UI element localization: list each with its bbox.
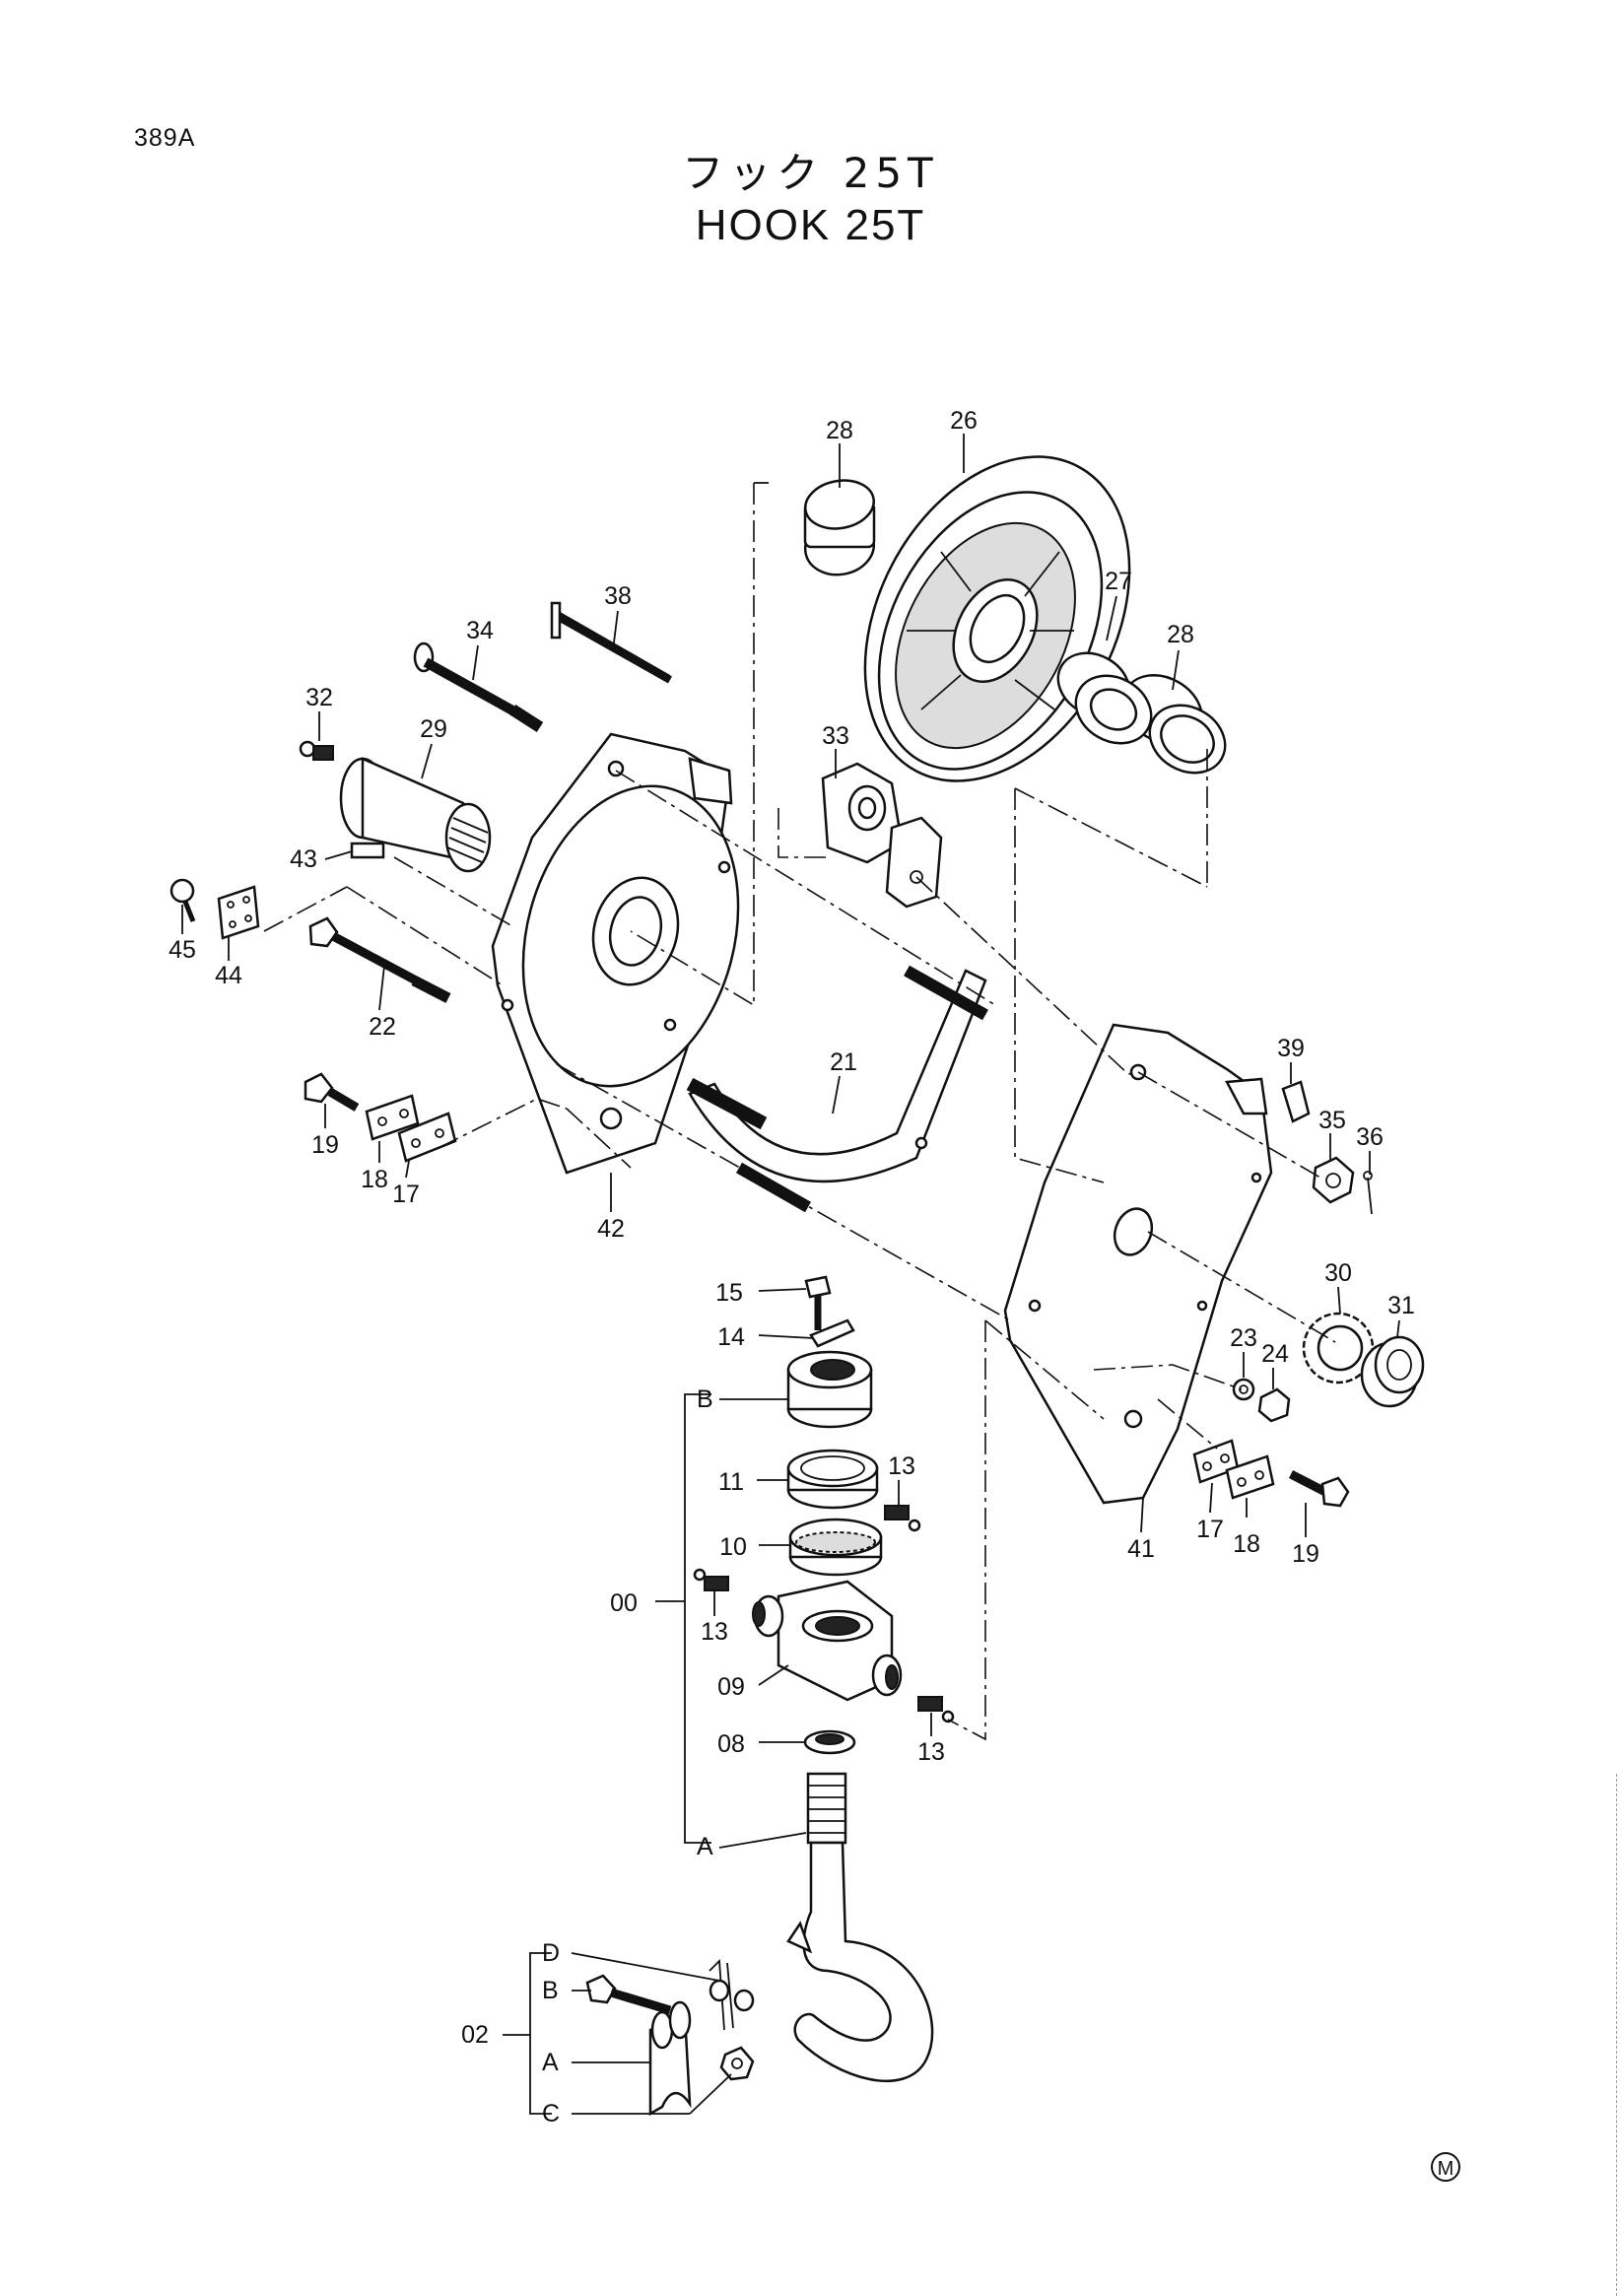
part-18-lock-plate-right [1225, 1454, 1275, 1500]
callout-44: 44 [215, 962, 242, 989]
mark-letter: M [1438, 2158, 1454, 2180]
part-21-guard-shoe [686, 965, 988, 1213]
callout-29: 29 [420, 715, 447, 743]
scan-edge-line [1616, 1774, 1618, 2296]
callout-21: 21 [830, 1048, 857, 1076]
callout-30: 30 [1324, 1259, 1352, 1287]
callout-23: 23 [1230, 1324, 1257, 1352]
callout-26: 26 [950, 407, 978, 435]
callout-02-A: A [542, 2049, 559, 2076]
part-13-grease-nipple-a [884, 1505, 921, 1532]
part-13-grease-nipple-b [693, 1568, 729, 1591]
page-code: 389A [134, 124, 196, 152]
part-hook-body [786, 1772, 934, 2082]
callout-22: 22 [369, 1013, 396, 1041]
center-lines [263, 482, 1336, 1741]
part-31-round-nut [1360, 1335, 1425, 1408]
callout-35: 35 [1318, 1107, 1346, 1134]
callout-08: 08 [717, 1730, 745, 1758]
callout-45: 45 [169, 936, 196, 964]
part-08-washer [803, 1729, 856, 1755]
part-30-lock-washer [1302, 1312, 1375, 1384]
part-17-shim-left [397, 1112, 457, 1163]
manufacturer-mark: M [1431, 2152, 1460, 2182]
title-japanese: フック 25T [682, 149, 939, 197]
callout-labels: 28 26 38 27 28 34 32 29 33 43 45 44 22 2… [169, 407, 1415, 2127]
part-hook-nut [786, 1350, 873, 1429]
part-23-washer [1232, 1378, 1255, 1401]
part-26-sheave [863, 455, 1131, 782]
callout-13-b: 13 [701, 1618, 728, 1646]
part-13-grease-nipple-c [917, 1696, 955, 1723]
part-29-cross-shaft [339, 757, 492, 873]
callout-31: 31 [1387, 1292, 1415, 1319]
callout-39: 39 [1277, 1035, 1305, 1062]
callout-02: 02 [461, 2021, 489, 2049]
callout-41: 41 [1127, 1535, 1155, 1563]
callout-17-right: 17 [1196, 1516, 1224, 1543]
part-18-lock-plate-left [365, 1094, 420, 1141]
part-38-pin [550, 601, 672, 684]
callout-00: 00 [610, 1589, 638, 1617]
callout-02-B: B [542, 1977, 559, 2004]
callout-02-C: C [542, 2100, 560, 2127]
callout-34: 34 [466, 617, 494, 644]
part-22-bolt [308, 916, 451, 1003]
callout-27: 27 [1105, 568, 1132, 595]
callout-18-right: 18 [1233, 1530, 1260, 1558]
part-45-small-bolt [169, 878, 196, 922]
callout-17-left: 17 [392, 1181, 420, 1208]
part-latch-plate [648, 2000, 692, 2117]
callout-18-left: 18 [361, 1166, 388, 1193]
callout-00-B: B [697, 1385, 713, 1413]
part-14-lock-plate [809, 1318, 855, 1348]
callout-00-A: A [697, 1833, 713, 1860]
callout-42: 42 [597, 1215, 625, 1243]
part-33-hook-bracket [821, 762, 943, 909]
callout-10: 10 [719, 1533, 747, 1561]
part-09-trunnion [752, 1580, 903, 1702]
callout-13-a: 13 [888, 1452, 915, 1480]
callout-11: 11 [718, 1468, 744, 1496]
callout-15: 15 [715, 1279, 743, 1307]
callout-28-lower: 28 [1167, 621, 1194, 648]
callout-09: 09 [717, 1673, 745, 1701]
part-10-thrust-bearing [788, 1518, 883, 1577]
part-35-nut [1312, 1156, 1355, 1204]
callout-14: 14 [717, 1323, 745, 1351]
part-15-bolt [804, 1275, 832, 1330]
part-42-left-side-plate [491, 732, 740, 1175]
callout-43: 43 [290, 845, 317, 873]
title-english: HOOK 25T [695, 201, 926, 249]
part-latch-spring [709, 1958, 755, 2031]
part-44-lock-plate [217, 885, 260, 940]
part-11-ring [786, 1449, 879, 1510]
part-24-nut [1257, 1387, 1291, 1423]
part-34-bolt [413, 642, 544, 733]
callout-19-right: 19 [1292, 1540, 1319, 1568]
part-27-bearing [1056, 651, 1153, 745]
part-36-cotter-pin [1363, 1171, 1373, 1215]
part-41-right-side-plate [1003, 1023, 1273, 1505]
part-28-bushing-upper [803, 479, 876, 576]
callout-32: 32 [305, 684, 333, 711]
callout-38: 38 [604, 582, 632, 610]
part-39-lock-plate [1281, 1080, 1311, 1123]
part-19-bolt-left [304, 1072, 360, 1112]
part-43-key [350, 842, 385, 859]
part-latch-bolt [585, 1974, 672, 2015]
callout-13-c: 13 [917, 1738, 945, 1766]
part-32-grease-nipple [299, 740, 334, 761]
part-latch-nut [719, 2046, 755, 2081]
callout-02-D: D [542, 1939, 560, 1967]
callout-36: 36 [1356, 1123, 1384, 1151]
callout-28-upper: 28 [826, 417, 853, 444]
callout-33: 33 [822, 722, 849, 750]
leader-lines [181, 434, 1400, 2115]
callout-24: 24 [1261, 1340, 1289, 1368]
callout-19-left: 19 [311, 1131, 339, 1159]
part-19-bolt-right [1288, 1469, 1350, 1508]
